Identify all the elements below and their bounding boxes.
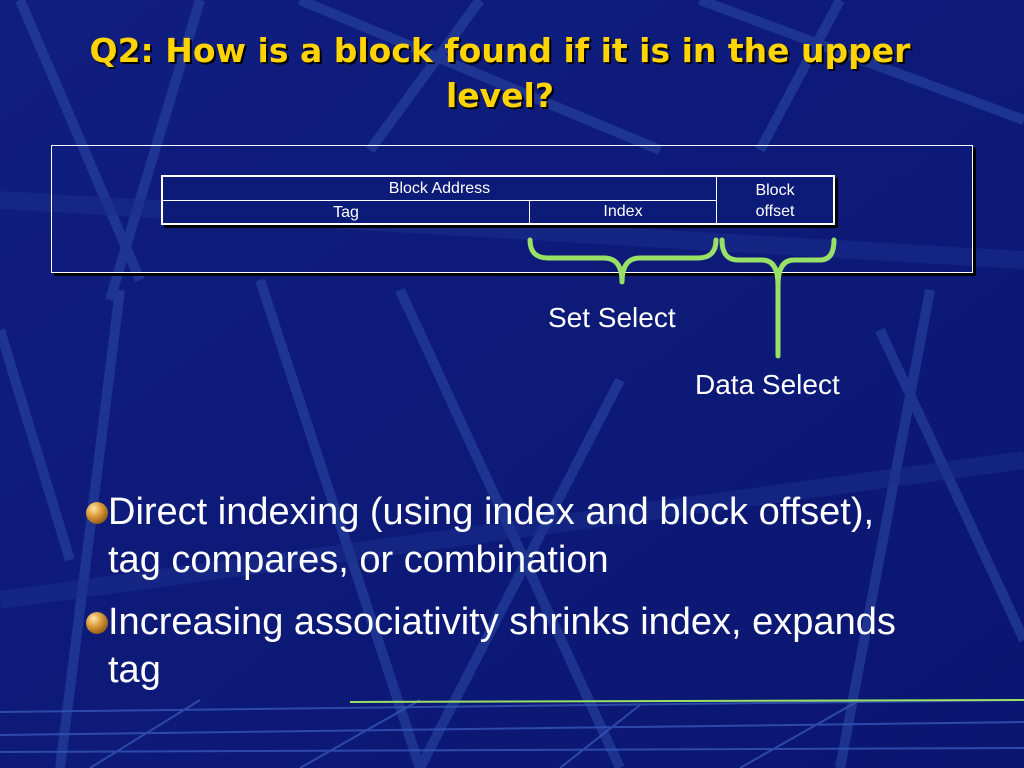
bullet-text: Direct indexing (using index and block o…	[108, 491, 875, 581]
bullet-icon	[86, 612, 108, 634]
index-cell: Index	[530, 201, 717, 223]
block-offset-cell: Block offset	[755, 182, 795, 220]
bullet-text: Increasing associativity shrinks index, …	[108, 601, 896, 691]
list-item: Direct indexing (using index and block o…	[82, 488, 922, 584]
set-select-label: Set Select	[548, 302, 676, 333]
list-item: Increasing associativity shrinks index, …	[82, 598, 922, 694]
diagram-frame	[51, 145, 973, 273]
slide-title: Q2: How is a block found if it is in the…	[89, 31, 911, 115]
bullet-icon	[86, 502, 108, 524]
tag-cell: Tag	[163, 201, 530, 223]
block-address-table: Block Address Tag Index Block offset	[161, 175, 835, 225]
data-select-label: Data Select	[695, 369, 840, 400]
bullet-list: Direct indexing (using index and block o…	[82, 488, 922, 708]
block-address-cell: Block Address	[163, 177, 717, 201]
